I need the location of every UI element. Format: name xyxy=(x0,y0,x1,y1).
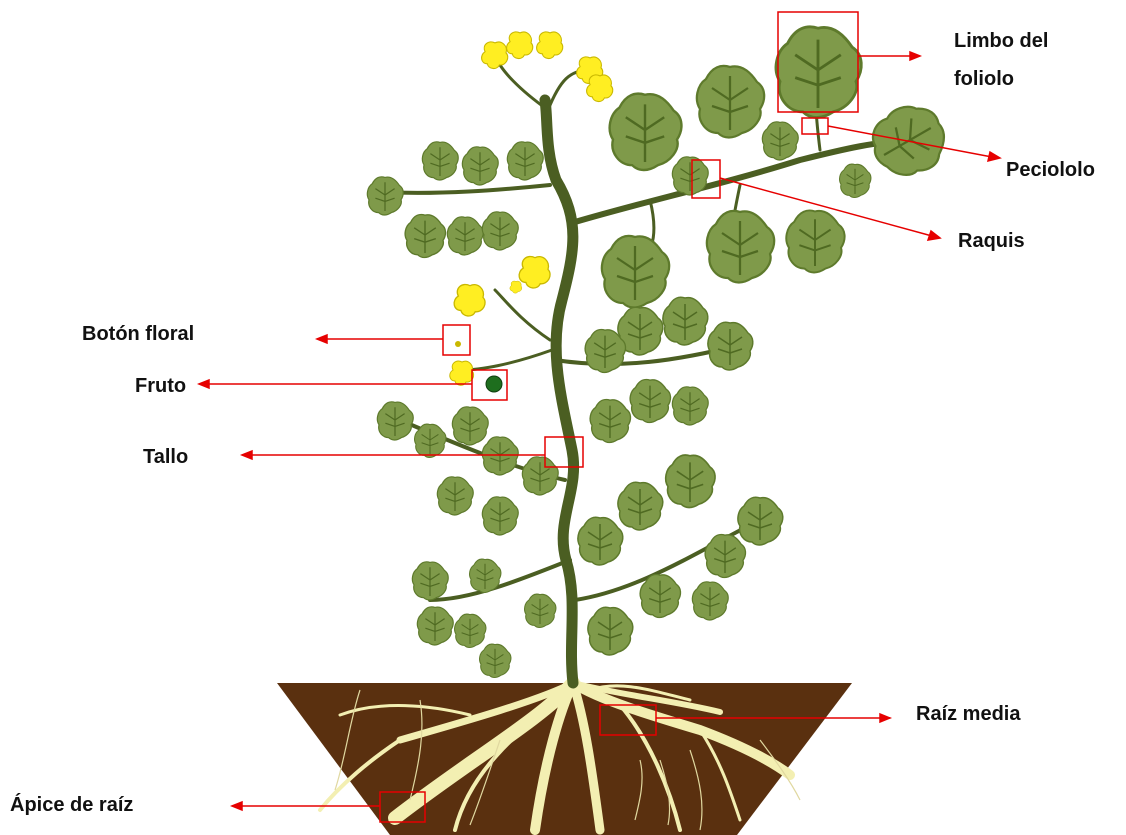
label-limbo-line1: Limbo del xyxy=(954,25,1048,57)
label-tallo: Tallo xyxy=(143,441,188,473)
label-apice-raiz: Ápice de raíz xyxy=(10,789,133,821)
box-boton-floral xyxy=(443,325,470,355)
flower-bud xyxy=(455,341,461,347)
box-peciololo xyxy=(802,118,828,134)
label-peciololo: Peciololo xyxy=(1006,154,1095,186)
label-fruto: Fruto xyxy=(135,370,186,402)
leaves xyxy=(367,27,956,678)
label-raquis: Raquis xyxy=(958,225,1025,257)
main-stem xyxy=(545,100,574,683)
fruit xyxy=(486,376,502,392)
label-raiz-media: Raíz media xyxy=(916,698,1020,730)
label-boton-floral: Botón floral xyxy=(82,318,194,350)
flowers xyxy=(450,32,613,385)
label-limbo-line2: foliolo xyxy=(954,63,1014,95)
